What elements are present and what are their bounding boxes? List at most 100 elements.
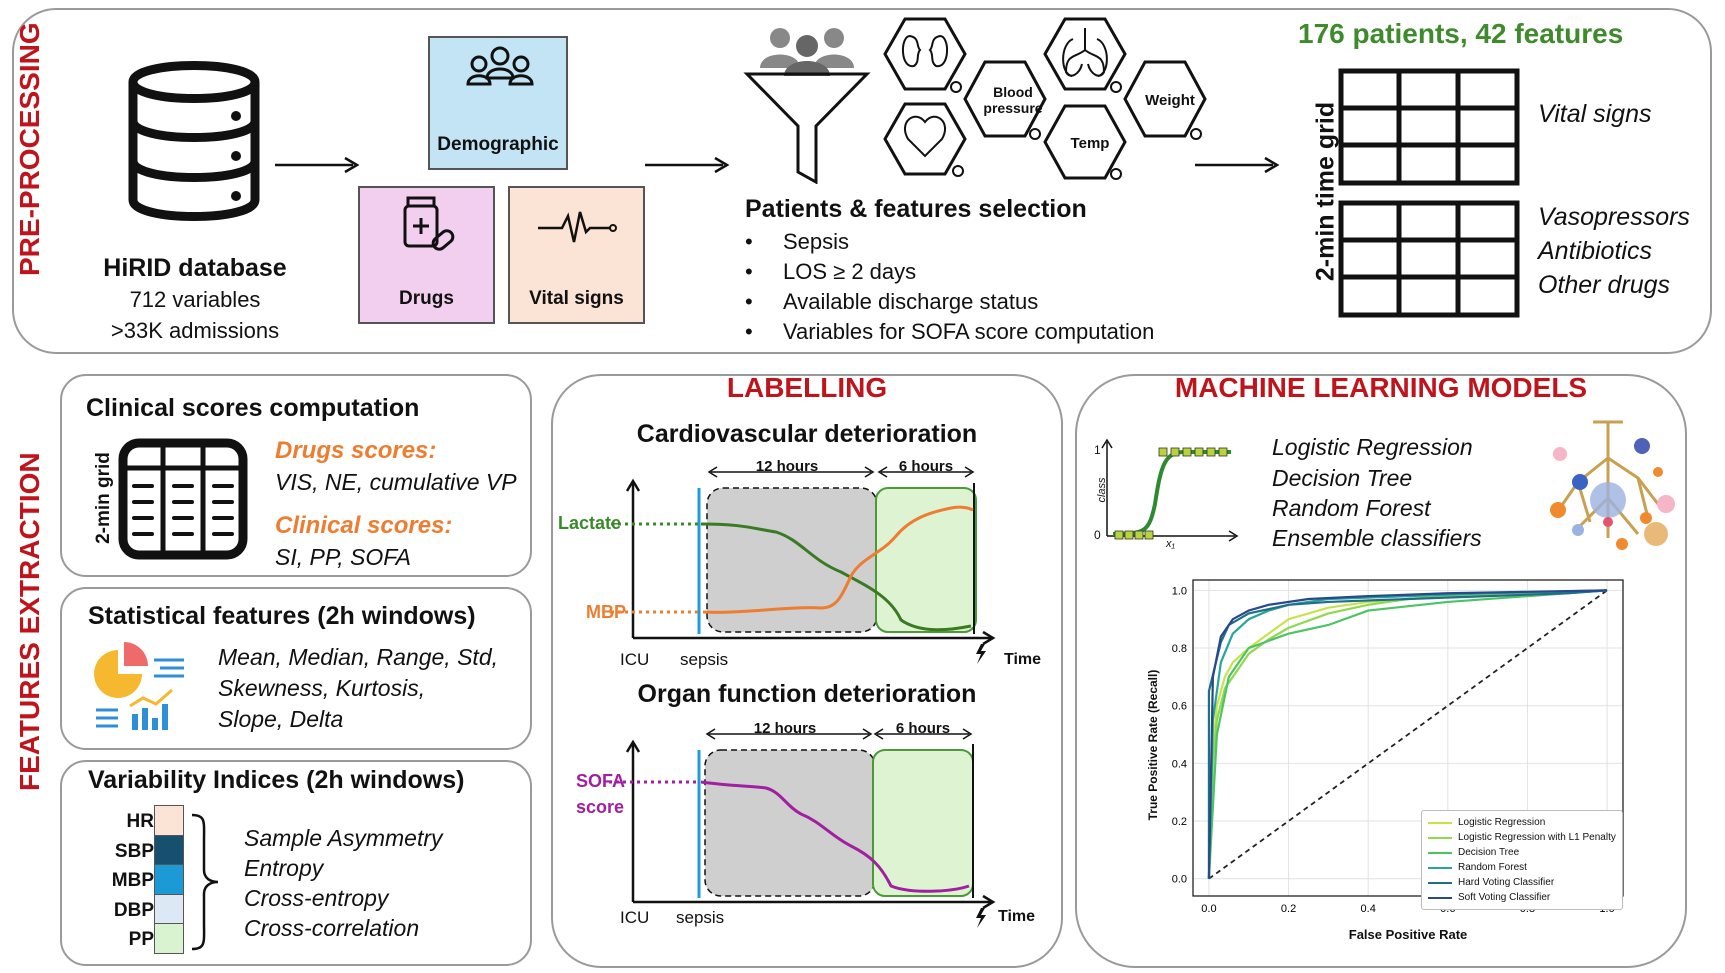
lactate-label: Lactate [558,513,622,533]
grid-label-antibiotics: Antibiotics [1538,237,1652,265]
signal-color-swatch [154,893,184,925]
grid-label: 2-min grid [93,452,114,544]
legend-item: Logistic Regression [1428,815,1616,830]
model-item: Decision Tree [1272,465,1413,491]
signal-row: MBP [96,864,206,896]
weight-label: Weight [1145,92,1195,109]
y-tick-label: 1.0 [1172,585,1187,597]
chance-line [1208,589,1608,880]
roc-series-line [1207,589,1608,879]
x-tick-label: 0.4 [1361,903,1376,915]
features-hexagons [883,17,1207,180]
temp-label: Temp [1070,135,1110,152]
selection-criteria: Sepsis LOS ≥ 2 days Available discharge … [745,227,1154,347]
legend-label: Random Forest [1458,862,1527,873]
drugs-box: Drugs [358,186,495,324]
legend-item: Logistic Regression with L1 Penalty [1428,830,1616,845]
blood-pressure-label: Blood pressure [983,84,1043,116]
table-icon [118,438,248,560]
vital-signs-box: Vital signs [508,186,645,324]
drugs-grid [1338,200,1520,318]
database-title: HiRID database [103,254,287,282]
variability-index: Sample Asymmetry [244,825,443,851]
signal-color-swatch [154,834,184,866]
model-item: Random Forest [1272,495,1431,521]
legend-item: Soft Voting Classifier [1428,890,1616,905]
variability-box [60,760,532,966]
x-tick-label: 0.2 [1281,903,1296,915]
signal-row: PP [96,923,206,955]
grid-label-vasopressors: Vasopressors [1538,203,1690,231]
legend-label: Logistic Regression [1458,817,1546,828]
legend-swatch [1428,896,1452,899]
statistical-line: Mean, Median, Range, Std, [218,644,498,670]
demographic-box: Demographic [428,36,568,170]
criterion-item: Variables for SOFA score computation [745,317,1154,347]
organ-window-12h: 12 hours [753,720,817,737]
legend-item: Hard Voting Classifier [1428,875,1616,890]
signal-color-swatch [154,864,184,896]
y-tick-label: 0.8 [1172,643,1187,655]
roc-ylabel: True Positive Rate (Recall) [1146,669,1160,821]
logistic-y0: 0 [1094,528,1101,542]
clinical-scores-heading: Clinical scores: [275,512,453,539]
legend-label: Decision Tree [1458,847,1520,858]
drugs-label: Drugs [399,288,454,309]
criterion-item: Sepsis [745,227,1154,257]
legend-item: Decision Tree [1428,845,1616,860]
organ-chart [609,728,996,928]
model-item: Logistic Regression [1272,434,1473,460]
database-admissions: >33K admissions [110,318,280,343]
x-tick-label: 0.0 [1201,903,1216,915]
clinical-scores-text: SI, PP, SOFA [275,544,411,570]
vital-signs-grid [1338,68,1520,186]
legend-swatch [1428,881,1452,884]
legend-label: Logistic Regression with L1 Penalty [1458,832,1616,843]
decision-tree-icon [1550,420,1675,550]
statistical-box [60,587,532,750]
clinical-scores-box [60,374,532,577]
signal-row: DBP [96,893,206,925]
variability-title: Variability Indices (2h windows) [88,766,465,794]
logistic-xlabel: x₁ [1166,538,1175,550]
cardio-x-icu: ICU [620,650,650,669]
cardio-window-12h: 12 hours [755,458,819,475]
roc-series-line [1207,589,1608,879]
grid-label-vitals: Vital signs [1538,100,1652,128]
y-tick-label: 0.4 [1172,758,1187,770]
signal-stack: HR SBP MBP DBP PP [96,805,206,955]
logistic-ylabel: class [1096,477,1108,503]
vital-signs-label: Vital signs [529,288,624,309]
statistics-icon [94,642,184,730]
organ-window-6h: 6 hours [895,720,951,737]
organ-title: Organ function deterioration [637,680,977,708]
roc-series-line [1207,589,1608,879]
output-title: 176 patients, 42 features [1298,18,1624,49]
group-icon [466,46,534,86]
arrow-right-icon [1195,156,1280,174]
database-variables: 712 variables [129,287,261,312]
roc-series-line [1207,589,1608,879]
y-tick-label: 0.0 [1172,874,1187,886]
y-tick-label: 0.2 [1172,816,1187,828]
variability-index: Entropy [244,855,324,881]
cardio-title: Cardiovascular deterioration [636,420,978,448]
clinical-scores-title: Clinical scores computation [86,394,420,422]
arrow-right-icon [275,156,360,174]
signal-color-swatch [154,923,184,955]
arrow-right-icon [645,156,730,174]
statistical-line: Slope, Delta [218,706,344,732]
signal-row: HR [96,805,206,836]
statistical-line: Skewness, Kurtosis, [218,675,426,701]
legend-swatch [1428,866,1452,869]
sofa-label: SOFA [576,771,626,791]
drugs-scores-heading: Drugs scores: [275,437,437,464]
cardio-chart [611,466,996,664]
legend-swatch [1428,851,1452,854]
criterion-item: LOS ≥ 2 days [745,257,1154,287]
features-extraction-title: FEATURES EXTRACTION [14,452,45,791]
legend-label: Soft Voting Classifier [1458,892,1551,903]
variability-index: Cross-entropy [244,885,389,911]
selection-title: Patients & features selection [745,195,1087,223]
